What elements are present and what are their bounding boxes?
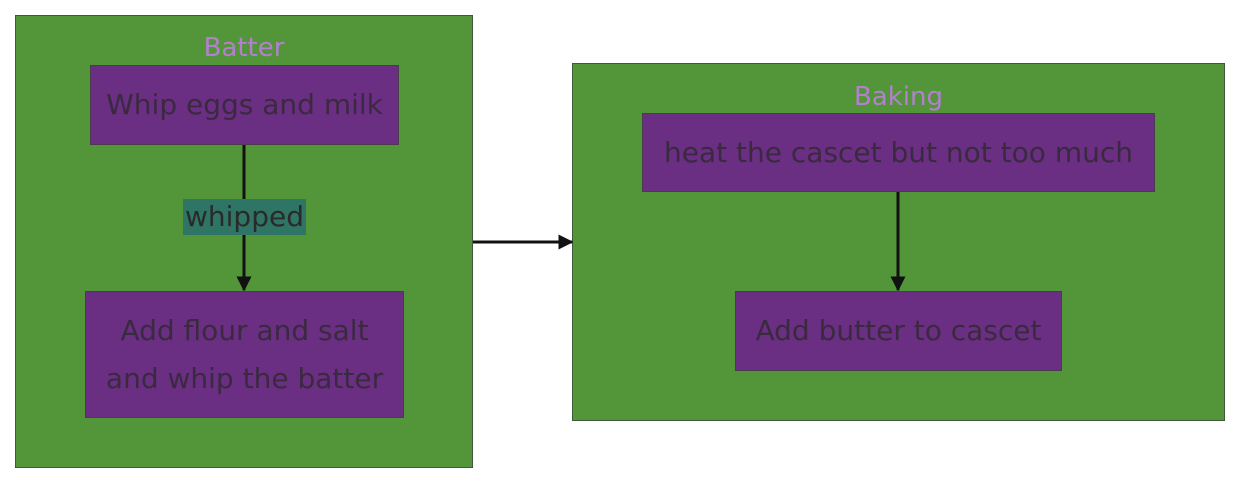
- cluster-batter-title: Batter: [203, 33, 285, 63]
- node-heat-the-cascet: heat the cascet but not too much: [642, 113, 1155, 192]
- node-add-butter-to-cascet: Add butter to cascet: [735, 291, 1062, 371]
- node-add-flour-and-salt: Add flour and salt and whip the batter: [85, 291, 404, 418]
- node-flour-line1: Add flour and salt: [120, 313, 369, 347]
- node-flour-line2: and whip the batter: [105, 361, 384, 395]
- node-butter-label: Add butter to cascet: [755, 314, 1042, 347]
- node-whip-label: Whip eggs and milk: [106, 88, 383, 121]
- node-whip-eggs-and-milk: Whip eggs and milk: [90, 65, 399, 145]
- edge-label-whipped: whipped: [183, 199, 306, 235]
- node-heat-label: heat the cascet but not too much: [664, 135, 1133, 169]
- cluster-baking-title: Baking: [853, 82, 944, 112]
